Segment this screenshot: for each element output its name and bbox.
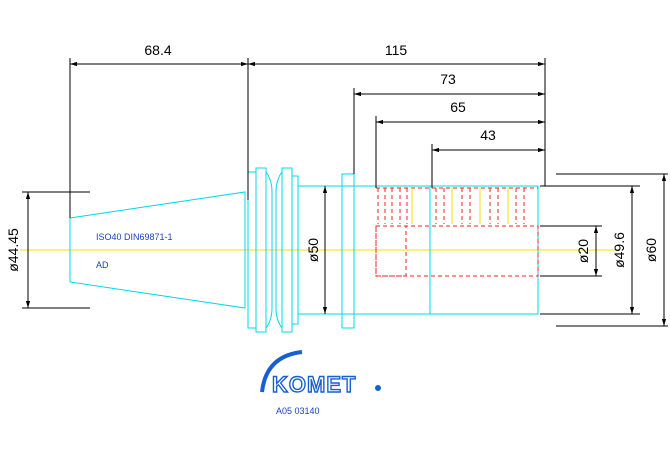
dim-dia-49-6: ø49.6 <box>611 232 627 268</box>
logo-arc-icon <box>260 350 303 393</box>
brand-name: KOMET <box>272 372 356 397</box>
dim-dia-50: ø50 <box>305 238 321 262</box>
dim-43: 43 <box>480 127 496 143</box>
dim-115: 115 <box>385 42 408 58</box>
extension-lines <box>22 58 668 327</box>
flange <box>247 167 342 333</box>
dim-dia-44-45: ø44.45 <box>5 228 21 272</box>
dim-dia-60: ø60 <box>643 238 659 262</box>
dim-73: 73 <box>440 71 456 87</box>
hidden-bore <box>375 187 539 277</box>
extension-body <box>341 173 539 329</box>
variant-note: AD <box>96 260 109 270</box>
komet-logo: KOMET <box>260 350 381 398</box>
dim-68-4: 68.4 <box>144 42 171 58</box>
hidden-accents <box>411 188 509 224</box>
dim-dia-20: ø20 <box>575 239 591 263</box>
logo-dot-icon <box>375 385 381 391</box>
standard-note: ISO40 DIN69871-1 <box>96 232 173 242</box>
taper-shank <box>69 191 246 309</box>
dim-65: 65 <box>450 99 466 115</box>
dimension-lines <box>25 61 667 326</box>
part-number: A05 03140 <box>276 406 320 416</box>
